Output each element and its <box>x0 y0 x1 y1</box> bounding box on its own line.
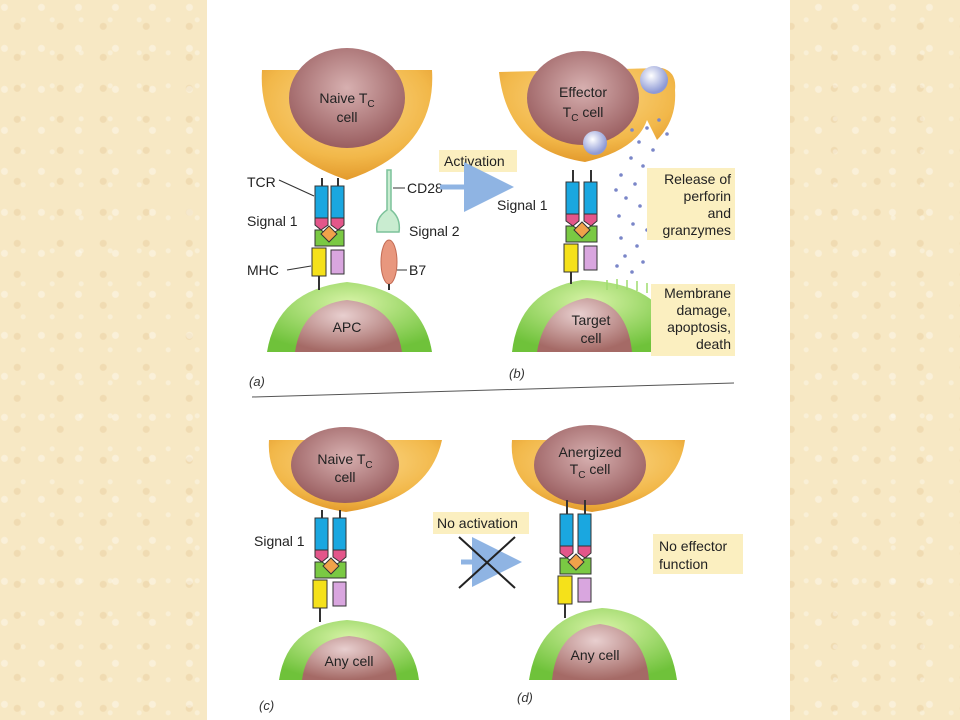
naive-tc-nucleus <box>291 427 399 503</box>
granule-icon <box>583 131 607 155</box>
cell-label-line1: Naive TC <box>319 90 374 110</box>
tcr-mhc-complex <box>563 170 598 284</box>
panel-c: Naive TC cell Any cell Signal 1 (c) <box>254 427 442 713</box>
panel-d: Anergized TC cell Any cell No effector f… <box>511 425 743 705</box>
any-cell-nucleus <box>552 624 649 680</box>
effector-tc-nucleus <box>527 51 639 145</box>
tc-activation-diagram: Naive TC cell APC TCR <box>247 48 743 713</box>
anergized-label-line1: Anergized <box>558 444 621 460</box>
effector-label-line1: Effector <box>559 84 607 100</box>
anergized-label-line2: TC cell <box>570 461 611 481</box>
activation-label: Activation <box>444 153 505 169</box>
no-effector-line2: function <box>659 556 708 572</box>
tcr-mhc-complex <box>312 510 347 622</box>
tcr-mhc-complex <box>311 178 345 290</box>
membrane-callout <box>651 284 735 356</box>
signal1-label: Signal 1 <box>497 197 548 213</box>
target-label-line2: cell <box>580 330 601 346</box>
any-cell-nucleus <box>302 636 397 680</box>
no-activation-label: No activation <box>437 515 518 531</box>
apc-label: APC <box>333 319 362 335</box>
tcr-mhc-complex <box>557 500 592 618</box>
cell-label-line1: Naive TC <box>317 451 372 471</box>
signal1-label: Signal 1 <box>254 533 305 549</box>
anergized-tc-nucleus <box>534 425 646 505</box>
any-cell-label: Any cell <box>324 653 373 669</box>
cd28-label: CD28 <box>407 180 443 196</box>
cd28-b7-pair <box>375 169 401 290</box>
no-activation-callout <box>433 512 529 534</box>
apc-nucleus <box>295 300 402 352</box>
cell-label-line2: cell <box>336 109 357 125</box>
target-cell-nucleus <box>537 298 632 352</box>
panel-divider <box>251 382 735 398</box>
release-line3: and <box>708 205 731 221</box>
panel-letter-a: (a) <box>249 374 265 389</box>
perforin-granzyme-dots <box>614 118 669 274</box>
membrane-line3: apoptosis, <box>667 319 731 335</box>
release-line2: perforin <box>684 188 731 204</box>
panel-a: Naive TC cell APC TCR <box>247 48 460 389</box>
naive-tc-nucleus <box>289 48 405 148</box>
no-activation-arrow: No activation <box>433 512 529 589</box>
release-callout <box>647 168 735 240</box>
tcr-label: TCR <box>247 174 276 190</box>
activation-arrow: Activation <box>439 150 517 212</box>
release-line4: granzymes <box>663 222 731 238</box>
mhc-label: MHC <box>247 262 279 278</box>
b7-label: B7 <box>409 262 426 278</box>
no-effector-callout <box>653 534 743 574</box>
signal2-label: Signal 2 <box>409 223 460 239</box>
no-effector-line1: No effector <box>659 538 728 554</box>
any-cell-label: Any cell <box>570 647 619 663</box>
membrane-line1: Membrane <box>664 285 731 301</box>
membrane-line4: death <box>696 336 731 352</box>
granule-icon <box>640 66 668 94</box>
panel-letter-c: (c) <box>259 698 274 713</box>
effector-label-line2: TC cell <box>563 104 604 124</box>
target-label-line1: Target <box>572 312 611 328</box>
release-line1: Release of <box>664 171 731 187</box>
cross-icon <box>458 536 516 589</box>
membrane-damage-marks <box>606 279 648 293</box>
cell-label-line2: cell <box>334 469 355 485</box>
panel-b: Effector TC cell Target cell <box>497 51 735 381</box>
panel-letter-b: (b) <box>509 366 525 381</box>
panel-letter-d: (d) <box>517 690 533 705</box>
signal1-label: Signal 1 <box>247 213 298 229</box>
figure-panel: Naive TC cell APC TCR <box>207 0 790 720</box>
membrane-line2: damage, <box>677 302 731 318</box>
